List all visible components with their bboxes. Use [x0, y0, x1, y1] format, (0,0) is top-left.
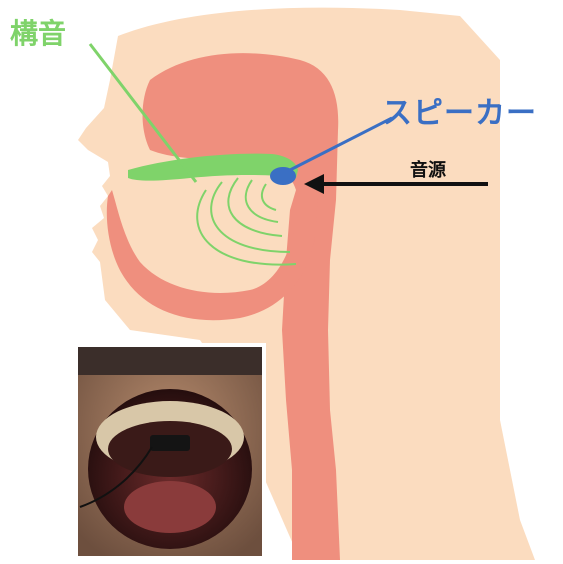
articulation-label: 構音: [10, 12, 66, 52]
speaker-label: スピーカー: [382, 88, 537, 132]
mouth-photo: [74, 343, 266, 560]
mouth-photo-illustration: [78, 347, 262, 556]
sound-source-label: 音源: [410, 156, 446, 182]
speaker-device: [150, 435, 190, 451]
